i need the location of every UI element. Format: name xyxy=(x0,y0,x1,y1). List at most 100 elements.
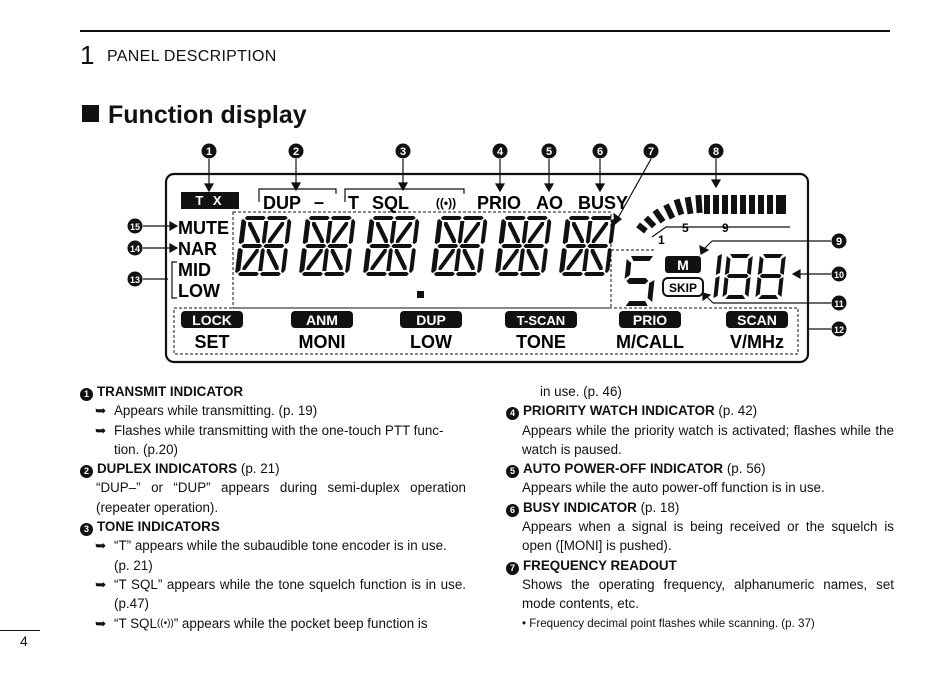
callout-14: 14 xyxy=(127,240,143,256)
skip-indicator xyxy=(662,277,704,297)
callout-11: 11 xyxy=(831,295,847,311)
section-title: PANEL DESCRIPTION xyxy=(107,48,277,65)
sql-indicator: SQL xyxy=(372,193,409,213)
scan-badge xyxy=(726,311,788,328)
svg-text:14: 14 xyxy=(130,244,140,254)
callout-2: 2 xyxy=(288,143,304,159)
small-digit-5 xyxy=(624,256,655,306)
arrow-icon: ➥ xyxy=(95,576,107,592)
callout-1: 1 xyxy=(201,143,217,159)
svg-text:4: 4 xyxy=(497,146,504,158)
vmhz-label: V/MHz xyxy=(730,332,784,352)
callout-6: 6 xyxy=(592,143,608,159)
tx-indicator-label: T X xyxy=(195,193,224,208)
item-4-body: Appears while the priority watch is acti… xyxy=(522,422,894,457)
dup-badge xyxy=(400,311,462,328)
dup-badge-label: DUP xyxy=(416,312,446,328)
section-number: 1 xyxy=(80,40,95,70)
callout-8: 8 xyxy=(708,143,724,159)
ao-indicator: AO xyxy=(536,193,563,213)
prio-badge xyxy=(619,311,681,328)
moni-label: MONI xyxy=(299,332,346,352)
s-meter-scale-1: 1 xyxy=(658,233,665,247)
pocket-beep-icon: ((•)) xyxy=(436,196,456,210)
callout-12: 12 xyxy=(831,321,847,337)
item-number: 5 xyxy=(506,465,519,479)
list-item: ➥Appears while transmitting. (p. 19) xyxy=(80,401,466,420)
callout-3: 3 xyxy=(395,143,411,159)
busy-indicator: BUSY xyxy=(578,193,628,213)
memory-m-label: M xyxy=(677,257,689,273)
arrow-icon: ➥ xyxy=(95,538,107,554)
item-5-body: Appears while the auto power-off functio… xyxy=(522,480,825,496)
set-label: SET xyxy=(194,332,229,352)
item-6-body: Appears when a signal is being received … xyxy=(522,519,894,554)
arrow-icon: ➥ xyxy=(95,615,107,631)
tscan-badge xyxy=(505,311,577,328)
item-number: 2 xyxy=(80,465,93,479)
svg-text:9: 9 xyxy=(836,236,842,248)
item-2-body: “DUP–” or “DUP” appears during semi-dupl… xyxy=(96,480,466,515)
arrow-icon: ➥ xyxy=(95,403,107,419)
pocket-beep-icon: ((•)) xyxy=(156,617,174,629)
list-item-continuation: in use. (p. 46) xyxy=(540,384,622,399)
list-item: ➥Flashes while transmitting with the one… xyxy=(80,421,466,440)
dup-indicator: DUP xyxy=(263,193,301,213)
footer-rule xyxy=(0,630,40,631)
tx-indicator xyxy=(181,192,239,209)
s-meter-scale-9: 9 xyxy=(722,221,729,235)
callout-13: 13 xyxy=(127,271,143,287)
list-item: ➥“T” appears while the subaudible tone e… xyxy=(80,536,466,555)
page-number: 4 xyxy=(20,633,28,649)
svg-text:5: 5 xyxy=(546,146,552,158)
svg-text:3: 3 xyxy=(400,146,406,158)
callout-7: 7 xyxy=(643,143,659,159)
callout-15: 15 xyxy=(127,218,143,234)
list-item-continuation: (p. 21) xyxy=(114,557,153,573)
list-item-continuation: tion. (p.20) xyxy=(114,441,179,457)
memory-m-indicator xyxy=(665,256,701,273)
item-number: 4 xyxy=(506,407,519,421)
lock-badge-label: LOCK xyxy=(192,312,232,328)
page-title: Function display xyxy=(82,101,307,130)
tscan-badge-label: T-SCAN xyxy=(517,313,565,328)
low-label: LOW xyxy=(410,332,452,352)
low-power-indicator: LOW xyxy=(178,281,220,301)
svg-text:7: 7 xyxy=(648,146,654,158)
function-display-diagram: 1 2 3 4 5 6 7 8 9 10 11 12 13 14 15 T X … xyxy=(127,143,847,364)
callout-5: 5 xyxy=(541,143,557,159)
prio-indicator: PRIO xyxy=(477,193,521,213)
item-number: 3 xyxy=(80,523,93,537)
item-7-note: • Frequency decimal point flashes while … xyxy=(522,616,815,630)
anm-badge xyxy=(291,311,353,328)
s-meter-bars xyxy=(636,194,786,234)
item-number: 6 xyxy=(506,503,519,517)
item-number: 1 xyxy=(80,388,93,401)
item-number: 7 xyxy=(506,561,519,575)
svg-text:13: 13 xyxy=(130,275,140,285)
list-item: ➥“T SQL((•))” appears while the pocket b… xyxy=(80,614,466,633)
callout-9: 9 xyxy=(831,233,847,249)
callout-10: 10 xyxy=(831,266,847,282)
header-rule xyxy=(80,30,890,32)
arrow-icon: ➥ xyxy=(95,422,107,438)
frequency-digits xyxy=(234,216,616,298)
item-7-body: Shows the operating frequency, alphanume… xyxy=(522,576,894,612)
square-bullet-icon xyxy=(82,105,99,122)
mid-indicator: MID xyxy=(178,260,211,280)
svg-text:6: 6 xyxy=(597,146,603,158)
page-title-text: Function display xyxy=(108,101,307,129)
mcall-label: M/CALL xyxy=(616,332,684,352)
display-frame xyxy=(164,172,810,364)
svg-text:10: 10 xyxy=(834,270,844,280)
memory-channel-digits xyxy=(713,254,786,299)
